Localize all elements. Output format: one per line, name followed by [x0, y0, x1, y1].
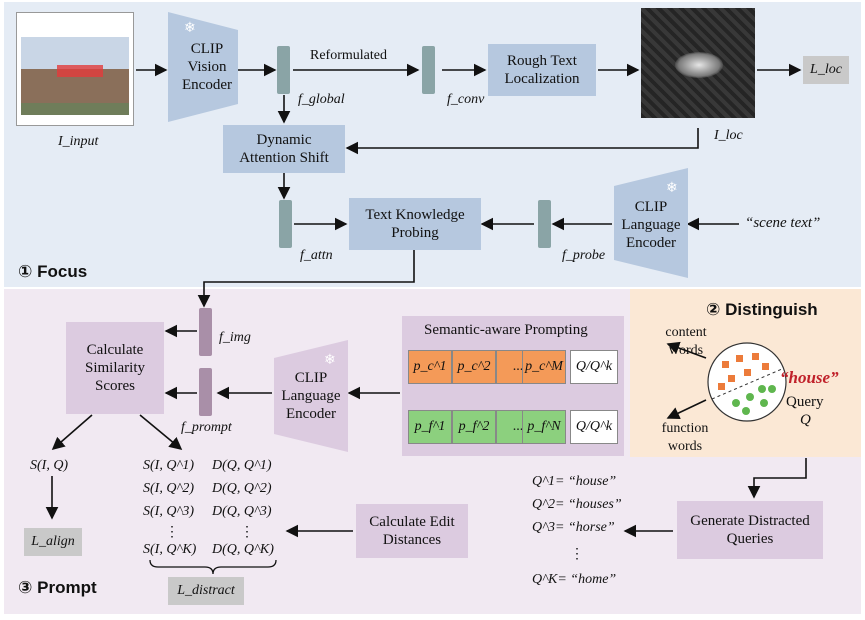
- clip-language-shape-focus: ❄: [614, 168, 688, 278]
- house-word: “house”: [780, 368, 839, 387]
- heatmap-hotspot: [675, 52, 723, 78]
- f-conv-label: f_conv: [447, 92, 485, 107]
- function-words-label: function words: [661, 421, 709, 454]
- prompt-section-title: ③ Prompt: [18, 578, 97, 597]
- f-attn-feature: [279, 200, 292, 248]
- calculate-edit-distances-box: Calculate Edit Distances: [356, 504, 468, 558]
- query-k: Q^K= “home”: [532, 572, 617, 587]
- f-global-label: f_global: [298, 92, 345, 107]
- snowflake-icon: ❄: [184, 20, 196, 36]
- query-label: Query: [786, 394, 824, 410]
- text-highlight: [57, 65, 103, 77]
- distance-2: D(Q, Q^2): [212, 481, 272, 496]
- distinguish-section-title: ② Distinguish: [706, 300, 818, 319]
- clip-language-label-focus: CLIP Language Encoder: [621, 199, 681, 251]
- f-attn-label: f_attn: [300, 248, 333, 263]
- scene-text-label: “scene text”: [745, 215, 821, 231]
- score-3: S(I, Q^3): [143, 504, 195, 519]
- l-loc-box: L_loc: [803, 56, 849, 84]
- word-cluster: [707, 342, 787, 422]
- snowflake-icon: ❄: [324, 352, 336, 368]
- s-i-q-label: S(I, Q): [30, 458, 69, 473]
- input-label: I_input: [58, 134, 99, 149]
- semantic-prompting-title: Semantic-aware Prompting: [424, 322, 588, 338]
- function-token-2: p_f^2: [452, 410, 496, 444]
- l-distract-box: L_distract: [168, 577, 244, 605]
- focus-section-title: ① Focus: [18, 262, 88, 281]
- text-knowledge-probing-box: Text Knowledge Probing: [349, 198, 481, 250]
- score-1: S(I, Q^1): [143, 458, 195, 473]
- q-box-function: Q/Q^k: [570, 410, 618, 444]
- query-1: Q^1= “house”: [532, 474, 617, 489]
- input-image: [16, 12, 134, 126]
- content-token-2: p_c^2: [452, 350, 496, 384]
- f-global-feature: [277, 46, 290, 94]
- clip-language-label-prompt: CLIP Language Encoder: [281, 370, 341, 422]
- function-token-1: p_f^1: [408, 410, 452, 444]
- distance-1: D(Q, Q^1): [212, 458, 272, 473]
- f-probe-feature: [538, 200, 551, 248]
- clip-vision-shape: ❄: [168, 12, 238, 122]
- function-token-n: p_f^N: [522, 410, 566, 444]
- content-token-m: p_c^M: [522, 350, 566, 384]
- snowflake-icon: ❄: [666, 180, 678, 196]
- photo-ground: [21, 103, 129, 115]
- i-loc-label: I_loc: [714, 128, 743, 143]
- localization-heatmap: [641, 8, 755, 118]
- query-q-label: Q: [800, 412, 811, 428]
- calculate-similarity-box: Calculate Similarity Scores: [66, 322, 164, 414]
- f-prompt-label: f_prompt: [181, 420, 232, 435]
- content-words-label: content words: [665, 325, 707, 358]
- f-probe-label: f_probe: [562, 248, 606, 263]
- l-align-box: L_align: [24, 528, 82, 556]
- distance-ellipsis: ⋮: [240, 525, 254, 540]
- query-2: Q^2= “houses”: [532, 497, 622, 512]
- rough-text-localization-box: Rough Text Localization: [488, 44, 596, 96]
- f-prompt-feature: [199, 368, 212, 416]
- score-k: S(I, Q^K): [143, 542, 197, 557]
- generate-distracted-queries-box: Generate Distracted Queries: [677, 501, 823, 559]
- clip-vision-label: CLIP Vision Encoder: [182, 41, 232, 93]
- score-ellipsis: ⋮: [165, 525, 179, 540]
- f-img-feature: [199, 308, 212, 356]
- content-token-1: p_c^1: [408, 350, 452, 384]
- distance-k: D(Q, Q^K): [212, 542, 274, 557]
- f-img-label: f_img: [219, 330, 251, 345]
- clip-language-shape-prompt: ❄: [274, 340, 348, 452]
- distance-3: D(Q, Q^3): [212, 504, 272, 519]
- reformulated-label: Reformulated: [310, 48, 387, 63]
- q-box-content: Q/Q^k: [570, 350, 618, 384]
- f-conv-feature: [422, 46, 435, 94]
- dynamic-attention-shift-box: Dynamic Attention Shift: [223, 125, 345, 173]
- query-ellipsis: ⋮: [570, 547, 584, 562]
- query-3: Q^3= “horse”: [532, 520, 615, 535]
- score-2: S(I, Q^2): [143, 481, 195, 496]
